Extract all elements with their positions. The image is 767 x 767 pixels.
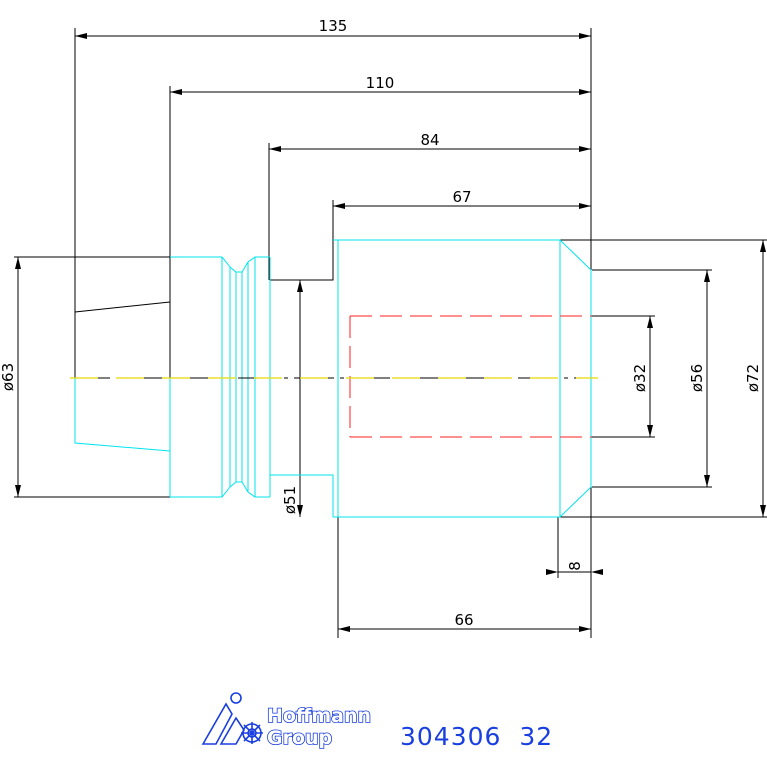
hoffmann-logo: Hoffmann Group [201,692,372,750]
part-outline [74,239,592,518]
logo-emblem [201,692,263,745]
dim-dia-56: ø56 [688,364,706,392]
dim-dia-32: ø32 [631,364,649,392]
dimension-labels: 135 110 84 67 66 8 ø63 ø51 ø32 ø56 ø72 [0,17,762,629]
logo-text-hoffmann: Hoffmann [267,705,371,727]
logo-text-group: Group [267,727,332,749]
dimension-arrows [15,33,766,632]
dim-135: 135 [319,17,348,35]
dimension-lines [14,28,767,638]
dim-dia-63: ø63 [0,363,17,391]
hidden-bore [349,315,592,438]
part-number: 304306 32 [400,722,553,751]
dim-dia-51: ø51 [281,486,299,514]
dim-84: 84 [420,131,439,149]
dim-67: 67 [452,188,471,206]
dim-dia-72: ø72 [744,364,762,392]
dim-8: 8 [566,561,584,571]
dim-110: 110 [366,74,395,92]
dim-66: 66 [454,611,473,629]
